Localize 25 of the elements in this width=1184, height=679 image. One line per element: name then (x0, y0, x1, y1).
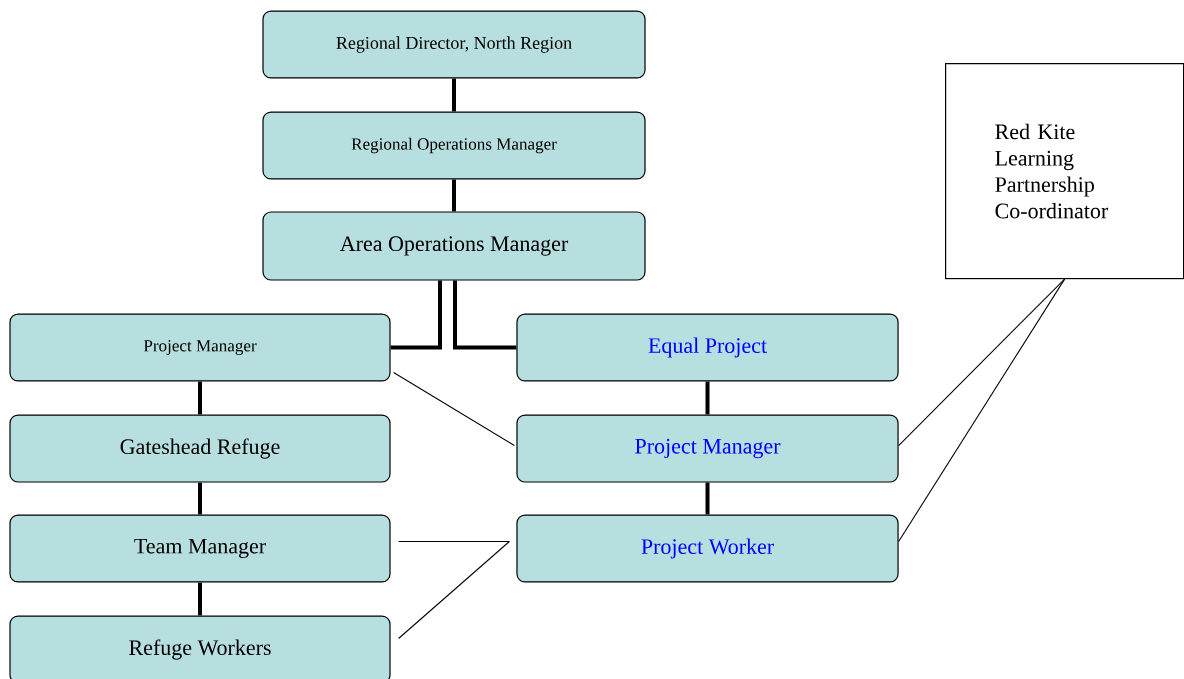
org-box: Project Manager (516, 414, 899, 483)
org-box: Project Worker (516, 514, 899, 583)
connector-line (453, 280, 517, 350)
connector-line (398, 540, 510, 640)
connector-line (705, 482, 710, 515)
connector-line (898, 278, 1066, 543)
org-box: Team Manager (9, 514, 391, 583)
connector-line (198, 482, 202, 515)
org-box: Project Manager (9, 313, 391, 382)
org-box: Area Operations Manager (262, 211, 646, 281)
org-box: Equal Project (516, 313, 899, 382)
connector-line (452, 179, 456, 212)
connector-line (898, 278, 1066, 447)
connector-line (198, 582, 202, 616)
connector-line (393, 371, 515, 447)
connector-line (390, 280, 442, 350)
org-box: Gateshead Refuge (9, 414, 391, 483)
text-box: Red Kite Learning Partnership Co-ordinator (945, 63, 1184, 280)
connector-line (452, 78, 456, 112)
org-box: Regional Operations Manager (262, 111, 646, 180)
org-box: Refuge Workers (9, 615, 391, 679)
connector-line (198, 381, 202, 415)
connector-line (398, 540, 510, 543)
org-box: Regional Director, North Region (262, 10, 646, 79)
connector-line (705, 381, 710, 415)
